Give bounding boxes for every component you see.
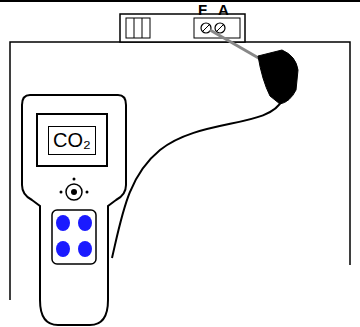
probe-wire xyxy=(210,30,262,60)
terminal-screw xyxy=(201,23,211,33)
control-center xyxy=(71,189,77,195)
display-screen: CO₂ xyxy=(36,113,108,167)
terminal-screw xyxy=(215,23,225,33)
terminal-label: F xyxy=(198,2,207,17)
keypad-key xyxy=(56,241,70,257)
module-window xyxy=(126,18,150,38)
control-dot xyxy=(86,191,89,194)
terminal-label: A xyxy=(218,2,229,17)
top-rule xyxy=(0,0,360,2)
display-frame: CO₂ xyxy=(48,126,96,155)
keypad xyxy=(52,210,96,264)
display-text: CO₂ xyxy=(53,129,91,152)
window-line xyxy=(142,18,143,38)
keypad-key xyxy=(56,215,70,231)
meter-housing xyxy=(22,95,126,325)
screw-slot xyxy=(217,25,223,31)
keypad-key xyxy=(78,241,92,257)
control-dot xyxy=(60,191,63,194)
window-line xyxy=(134,18,135,38)
keypad-keys xyxy=(56,215,92,257)
cable-plug xyxy=(258,50,298,104)
keypad-key xyxy=(78,215,92,231)
screw-slot xyxy=(203,25,209,31)
control-dot xyxy=(73,178,76,181)
meter-cable xyxy=(112,100,282,258)
control-button xyxy=(66,184,82,200)
